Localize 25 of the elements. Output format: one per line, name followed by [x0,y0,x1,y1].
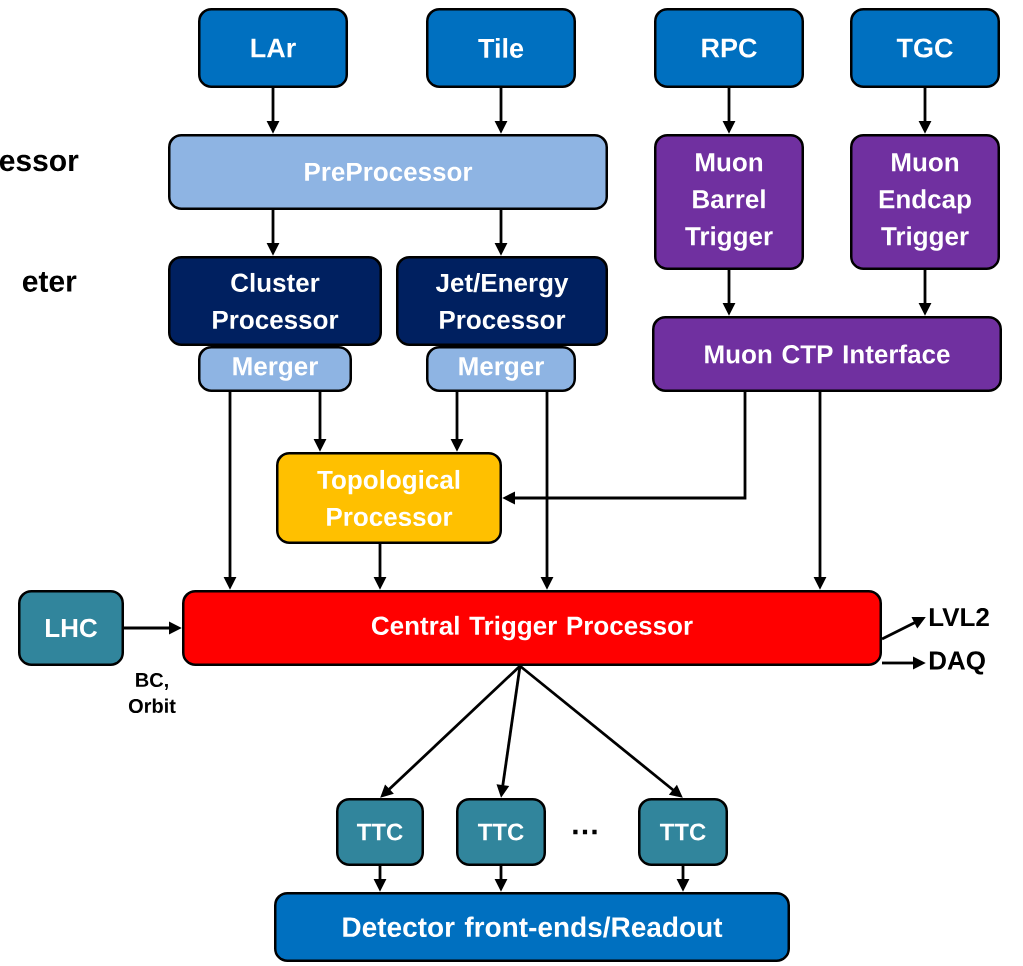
process-box: Muon CTP Interface [652,316,1002,392]
detector-box: LAr [198,8,348,88]
detector-box: RPC [654,8,804,88]
process-box: Detector front-ends/Readout [274,892,790,962]
process-box: Cluster Processor [168,256,382,346]
cut-off-text: essor [0,154,79,172]
process-box: TTC [336,798,424,866]
process-box: LHC [18,590,124,666]
process-box: TTC [456,798,546,866]
detector-box: TGC [850,8,1000,88]
output-label: LVL2 [929,607,989,627]
process-box: TTC [638,798,728,866]
process-box: Merger [198,346,352,392]
ellipsis: … [573,829,597,835]
process-box: Central Trigger Processor [182,590,882,666]
process-box: Merger [426,346,576,392]
process-box: Muon Endcap Trigger [850,134,1000,270]
output-label: DAQ [929,651,985,675]
process-box: PreProcessor [168,134,608,210]
detector-box: Tile [426,8,576,88]
cut-off-text: eter [22,272,77,292]
process-box: Muon Barrel Trigger [654,134,804,270]
edge-label: BC, Orbit [116,671,188,715]
process-box: Jet/Energy Processor [396,256,608,346]
process-box: Topological Processor [276,452,502,544]
